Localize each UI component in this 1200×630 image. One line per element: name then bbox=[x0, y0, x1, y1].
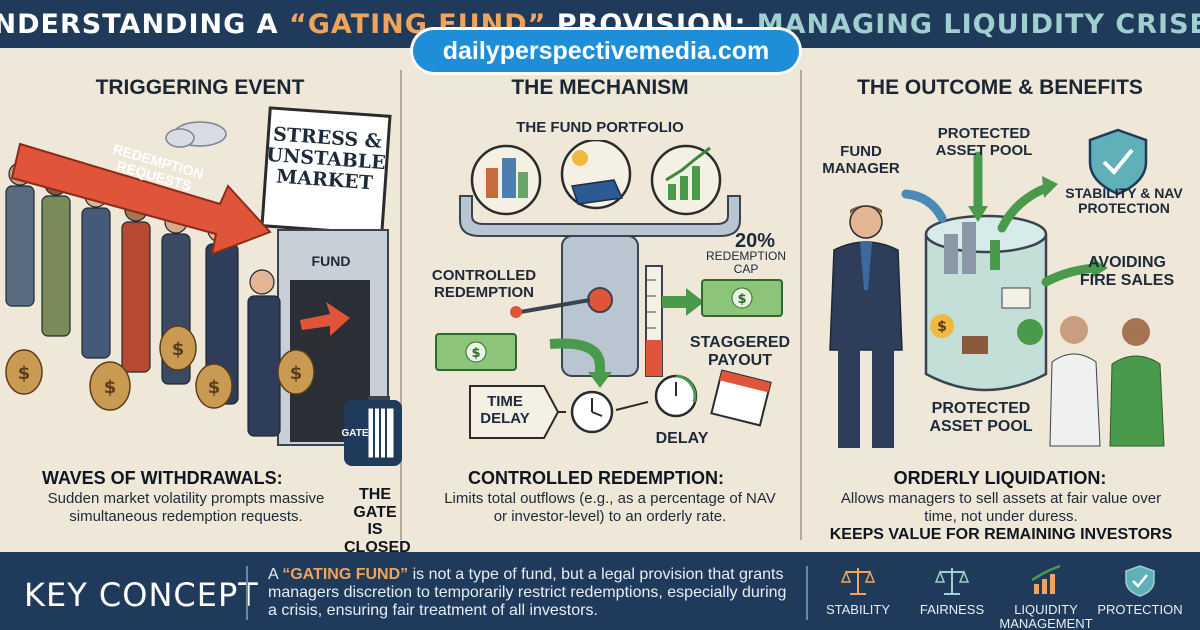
heading-outcome-benefits: THE OUTCOME & BENEFITS bbox=[857, 76, 1143, 99]
cap-value: 20% bbox=[734, 230, 776, 252]
heading-the-mechanism: THE MECHANISM bbox=[511, 76, 689, 99]
dollar-sign-icon: $ $ $ $ $ bbox=[18, 339, 303, 398]
crowd-illustration: $ $ $ $ $ bbox=[5, 106, 392, 446]
buildings-icon bbox=[470, 144, 542, 216]
key-concept-text-prefix: A bbox=[268, 566, 283, 583]
badge-fairness: FAIRNESS bbox=[902, 564, 1002, 617]
clock-icon bbox=[570, 374, 698, 434]
calendar-icon bbox=[710, 369, 772, 427]
svg-text:$: $ bbox=[471, 346, 480, 361]
gate-closed-label: THE GATE IS CLOSED bbox=[344, 486, 411, 556]
red-arrow-icon bbox=[10, 142, 272, 256]
badge-protection-label: PROTECTION bbox=[1097, 602, 1183, 617]
stress-sign-label: STRESS & UNSTABLE MARKET bbox=[265, 123, 387, 195]
pool-bottom-label: PROTECTED ASSET POOL bbox=[929, 400, 1033, 435]
dollar-sign-icon: $ bbox=[937, 319, 947, 335]
badge-liquidity: LIQUIDITY MANAGEMENT bbox=[996, 564, 1096, 630]
key-concept-text: A “GATING FUND” is not a type of fund, b… bbox=[268, 566, 788, 620]
fund-sign-label: FUND bbox=[311, 253, 351, 269]
valve-icon bbox=[510, 287, 613, 318]
column-divider bbox=[400, 70, 402, 540]
svg-text:$: $ bbox=[937, 319, 947, 335]
caption-orderly-liquidation: ORDERLY LIQUIDATION: bbox=[893, 468, 1107, 488]
svg-text:$: $ bbox=[208, 377, 221, 398]
svg-text:$: $ bbox=[290, 363, 303, 384]
pool-arrows-icon bbox=[901, 151, 1101, 287]
badge-liquidity-label: LIQUIDITY MANAGEMENT bbox=[999, 602, 1093, 630]
badge-protection: PROTECTION bbox=[1090, 564, 1190, 617]
scales-icon bbox=[934, 568, 970, 595]
fund-portfolio-label: THE FUND PORTFOLIO bbox=[516, 119, 684, 136]
caption-keeps-value: KEEPS VALUE FOR REMAINING INVESTORS bbox=[829, 526, 1173, 543]
asset-pool-icon bbox=[924, 214, 1048, 392]
key-concept-heading: KEY CONCEPT bbox=[24, 576, 259, 614]
solar-panel-icon bbox=[560, 140, 632, 210]
money-bag-icon bbox=[5, 325, 315, 411]
page-title: UNDERSTANDING A “GATING FUND” PROVISION:… bbox=[0, 9, 1200, 40]
growth-chart-icon bbox=[650, 144, 722, 216]
cash-icon bbox=[435, 279, 783, 371]
dollar-sign-icon: $$ bbox=[471, 292, 746, 361]
footer-divider bbox=[806, 566, 808, 620]
shield-check-icon bbox=[1125, 565, 1155, 597]
arrowhead-icon bbox=[968, 176, 1108, 278]
title-bar: UNDERSTANDING A “GATING FUND” PROVISION:… bbox=[0, 0, 1200, 48]
green-arrow-icon bbox=[549, 288, 704, 388]
title-suffix: MANAGING LIQUIDITY CRISES bbox=[756, 8, 1200, 40]
caption-controlled-body: Limits total outflows (e.g., as a percen… bbox=[444, 490, 776, 525]
caption-waves-body: Sudden market volatility prompts massive… bbox=[47, 490, 325, 525]
pool-top-label: PROTECTED ASSET POOL bbox=[935, 125, 1033, 159]
mechanism-illustration: $$ bbox=[435, 140, 783, 439]
small-red-arrow-icon bbox=[300, 302, 350, 336]
investors-icon bbox=[1049, 316, 1165, 447]
svg-text:$: $ bbox=[737, 292, 746, 307]
time-delay-label: TIME DELAY bbox=[480, 393, 530, 427]
svg-text:$: $ bbox=[172, 339, 185, 360]
gate-sign-label: GATE bbox=[341, 428, 369, 439]
badge-stability: STABILITY bbox=[808, 564, 908, 617]
column-divider bbox=[800, 70, 802, 540]
key-concept-text-highlight: “GATING FUND” bbox=[282, 566, 409, 583]
cap-label: REDEMPTION CAP bbox=[705, 249, 786, 277]
caption-controlled-redemption: CONTROLLED REDEMPTION: bbox=[468, 468, 724, 488]
caption-orderly-body: Allows managers to sell assets at fair v… bbox=[840, 490, 1162, 525]
badge-stability-label: STABILITY bbox=[825, 602, 891, 617]
svg-text:$: $ bbox=[104, 377, 117, 398]
svg-text:$: $ bbox=[18, 363, 31, 384]
outcome-illustration: $ bbox=[829, 128, 1165, 448]
delay-label: DELAY bbox=[655, 430, 709, 447]
gate-closed-icon bbox=[344, 400, 402, 466]
controlled-redemption-label: CONTROLLED REDEMPTION bbox=[431, 267, 537, 301]
shield-check-icon bbox=[1088, 128, 1148, 196]
staggered-payout-label: STAGGERED PAYOUT bbox=[689, 334, 791, 369]
time-delay-panel bbox=[469, 385, 560, 439]
title-prefix: UNDERSTANDING A bbox=[0, 8, 289, 40]
badge-fairness-label: FAIRNESS bbox=[919, 602, 985, 617]
heading-triggering-event: TRIGGERING EVENT bbox=[95, 76, 305, 99]
fund-manager-icon bbox=[829, 205, 903, 448]
avoiding-fire-sales-label: AVOIDING FIRE SALES bbox=[1079, 254, 1175, 289]
key-concept-text-rest: is not a type of fund, but a legal provi… bbox=[268, 566, 787, 619]
watermark-badge: dailyperspectivemedia.com bbox=[410, 27, 802, 75]
redemption-gauge-icon bbox=[645, 265, 663, 377]
cloud-icon bbox=[165, 121, 227, 148]
caption-waves-of-withdrawals: WAVES OF WITHDRAWALS: bbox=[42, 468, 283, 488]
footer-bar bbox=[0, 552, 1200, 630]
fund-manager-label: FUND MANAGER bbox=[822, 143, 900, 177]
stability-nav-label: STABILITY & NAV PROTECTION bbox=[1065, 185, 1183, 217]
scales-icon bbox=[840, 568, 876, 595]
footer-divider bbox=[246, 566, 248, 620]
growth-chart-icon bbox=[1031, 564, 1061, 594]
